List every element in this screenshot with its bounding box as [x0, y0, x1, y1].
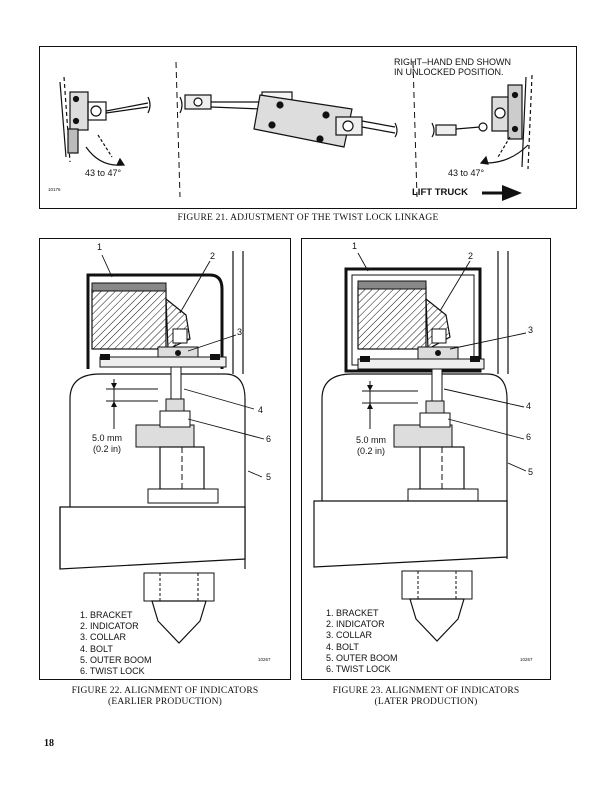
- figure-21-note-line1: RIGHT–HAND END SHOWN: [394, 57, 512, 67]
- indicator-housing: [357, 286, 427, 350]
- callout-6: 6: [266, 434, 272, 444]
- callout-5: 5: [266, 472, 272, 482]
- figure-23-caption: FIGURE 23. ALIGNMENT OF INDICATORS (LATE…: [301, 686, 551, 708]
- figure-21-frame: RIGHT–HAND END SHOWN IN UNLOCKED POSITIO…: [39, 46, 577, 209]
- figure-22-caption-line1: FIGURE 22. ALIGNMENT OF INDICATORS: [71, 686, 259, 696]
- bolt: [170, 366, 182, 400]
- legend-item: 5. OUTER BOOM: [326, 652, 398, 663]
- figure-21-part-code: 10176: [48, 187, 61, 192]
- twist-lock-head: [393, 424, 453, 448]
- indicator-housing: [91, 288, 167, 350]
- page-number: 18: [44, 738, 54, 749]
- legend-item: 6. TWIST LOCK: [80, 666, 145, 677]
- callout-1: 1: [97, 242, 103, 252]
- lift-truck-arrow-icon: [482, 185, 522, 201]
- twist-lock-linkage-drawing: [59, 61, 533, 201]
- figure-23-part-code: 10267: [520, 657, 533, 662]
- legend-item: 3. COLLAR: [326, 630, 373, 641]
- figure-21-caption: FIGURE 21. ADJUSTMENT OF THE TWIST LOCK …: [177, 213, 439, 223]
- bolt: [431, 368, 443, 402]
- left-lock-assembly: [59, 76, 149, 166]
- callout-4: 4: [526, 401, 532, 411]
- bracket: [86, 273, 224, 369]
- dimension-mm: 5.0 mm: [92, 433, 123, 443]
- legend-item: 6. TWIST LOCK: [326, 664, 391, 675]
- callout-2: 2: [468, 251, 474, 261]
- callout-4: 4: [258, 405, 264, 415]
- dimension-in: (0.2 in): [357, 446, 386, 456]
- legend-item: 3. COLLAR: [80, 632, 127, 643]
- right-linkage-rod: [431, 122, 488, 138]
- twist-lock-cone: [151, 600, 207, 644]
- break-mark: [179, 96, 183, 114]
- callout-3: 3: [528, 325, 534, 335]
- callout-2: 2: [210, 251, 216, 261]
- legend-item: 5. OUTER BOOM: [80, 654, 152, 665]
- twist-lock-head: [135, 424, 195, 448]
- break-mark: [147, 96, 151, 114]
- callout-5: 5: [528, 467, 534, 477]
- indicator-alignment-drawing-later: [313, 251, 527, 642]
- figure-23-caption-line2: (LATER PRODUCTION): [374, 697, 478, 707]
- outer-boom: [69, 373, 246, 569]
- figure-23-frame: 1 2 3 4 5 6 5.0 mm (0.2 in) 1. BRACKET 2…: [301, 238, 551, 680]
- legend-item: 2. INDICATOR: [326, 619, 385, 630]
- legend-item: 2. INDICATOR: [80, 621, 139, 632]
- legend-item: 1. BRACKET: [326, 608, 379, 618]
- indicator-alignment-drawing-earlier: [59, 251, 265, 644]
- twist-lock-cone: [409, 598, 465, 642]
- figure-22-caption-line2: (EARLIER PRODUCTION): [107, 697, 223, 707]
- figure-22-part-code: 10267: [258, 657, 271, 662]
- legend-item: 4. BOLT: [326, 641, 359, 652]
- figure-21-note-line2: IN UNLOCKED POSITION.: [394, 67, 504, 77]
- callout-1: 1: [352, 241, 358, 251]
- outer-boom: [321, 373, 508, 559]
- right-lock-assembly: [479, 74, 533, 170]
- dimension-in: (0.2 in): [93, 444, 122, 454]
- callout-6: 6: [526, 432, 532, 442]
- figure-23-legend: 1. BRACKET 2. INDICATOR 3. COLLAR 4. BOL…: [326, 608, 398, 675]
- figure-22-caption: FIGURE 22. ALIGNMENT OF INDICATORS (EARL…: [39, 686, 291, 708]
- figure-22-legend: 1. BRACKET 2. INDICATOR 3. COLLAR 4. BOL…: [80, 610, 152, 677]
- dimension-mm: 5.0 mm: [356, 435, 387, 445]
- legend-item: 1. BRACKET: [80, 610, 133, 620]
- angle-label-left: 43 to 47°: [85, 168, 122, 178]
- figure-23-caption-line1: FIGURE 23. ALIGNMENT OF INDICATORS: [332, 686, 520, 696]
- callout-3: 3: [237, 327, 243, 337]
- center-linkage: [184, 91, 398, 148]
- figure-22-frame: 1 2 3 4 5 6 5.0 mm (0.2 in) 1. BRACKET 2…: [39, 238, 291, 680]
- legend-item: 4. BOLT: [80, 643, 113, 654]
- lift-truck-label: LIFT TRUCK: [412, 187, 468, 198]
- angle-label-right: 43 to 47°: [448, 168, 485, 178]
